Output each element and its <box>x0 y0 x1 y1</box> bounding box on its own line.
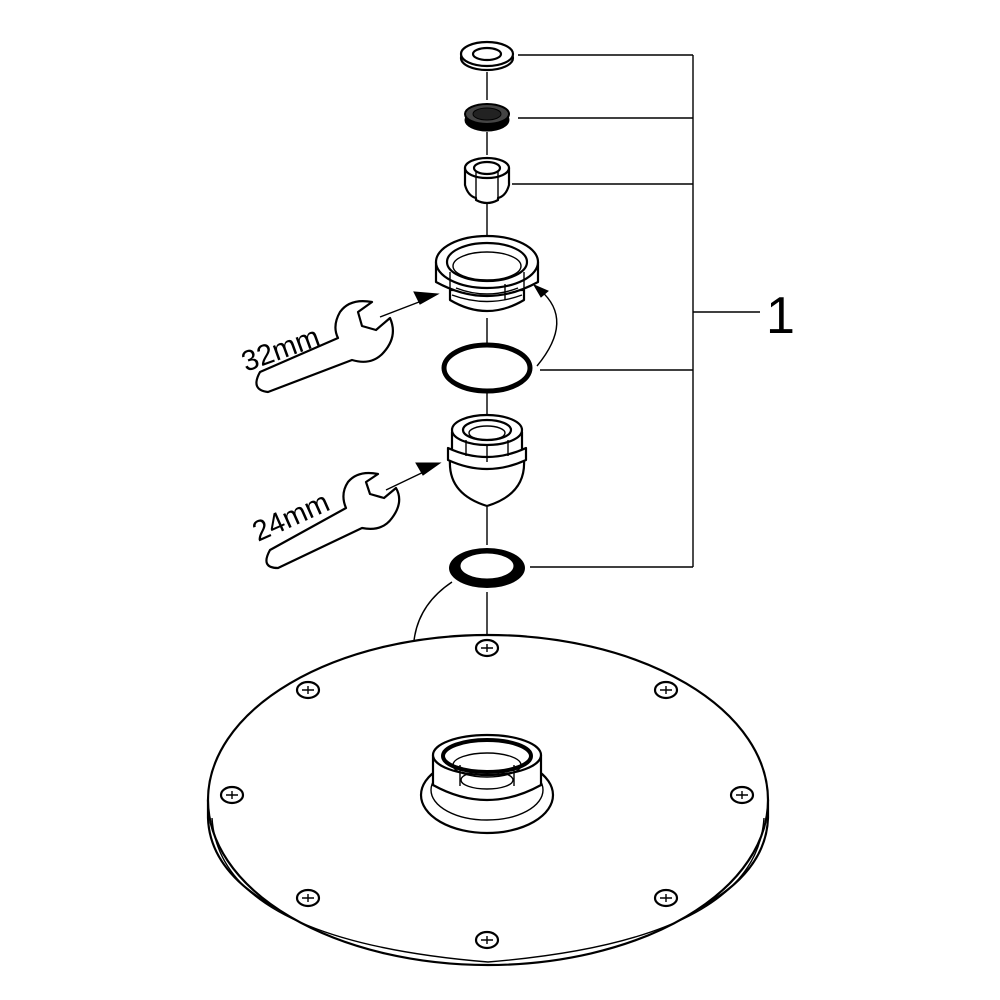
plate-screw-lower-left <box>295 888 321 908</box>
filter-screen-part <box>464 103 510 132</box>
threaded-nut-32mm-part <box>434 234 540 313</box>
callout-number: 1 <box>766 287 795 345</box>
outlet-connector <box>419 733 555 835</box>
flow-restrictor-part <box>463 156 511 205</box>
ball-joint-24mm-part <box>446 413 528 508</box>
wrench-24mm: 24mm <box>248 462 442 570</box>
flat-washer-part <box>459 40 515 72</box>
plate-screw-top <box>474 638 500 658</box>
plate-screw-upper-left <box>295 680 321 700</box>
sealing-ring-part <box>449 548 525 588</box>
plate-screw-bottom <box>474 930 500 950</box>
shower-head-plate <box>206 633 770 967</box>
callout-leaders <box>512 54 760 568</box>
plate-screw-right <box>729 785 755 805</box>
wrench-32mm: 32mm <box>237 291 440 394</box>
plate-screw-upper-right <box>653 680 679 700</box>
plate-screw-left <box>219 785 245 805</box>
plate-screw-lower-right <box>653 888 679 908</box>
o-ring-part <box>441 342 533 394</box>
